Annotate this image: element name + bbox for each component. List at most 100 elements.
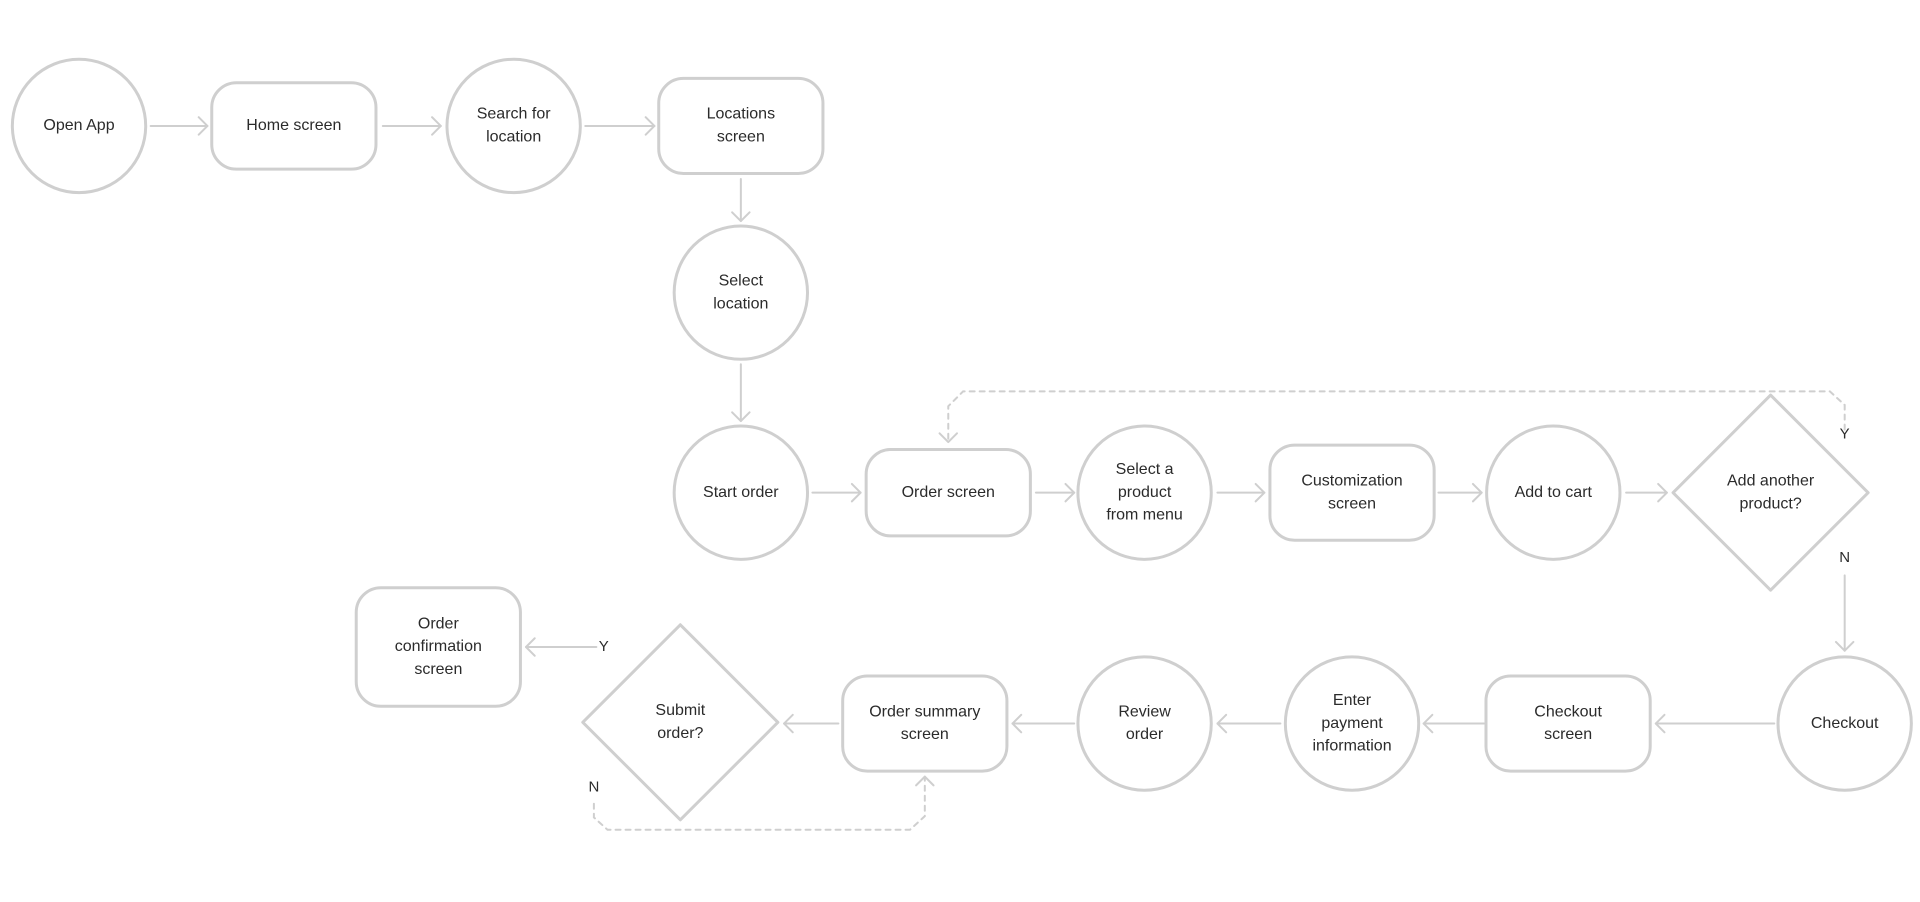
connector-locations-screen-to-select-location [731,178,751,223]
node-label-line: Search for [477,106,551,123]
connector-search-location-to-locations-screen [584,116,656,136]
node-label-line: order? [657,725,703,742]
node-shape [672,424,810,561]
node-shape [1671,393,1870,592]
node-label: Order summary screen [869,703,980,743]
node-label-line: Select [719,272,764,289]
connector-line [592,775,926,831]
arrowhead [1422,713,1434,734]
connector-submit-order-to-order-summary [592,775,935,831]
branch-label: Y [599,638,609,655]
node-label-line: screen [414,661,462,678]
arrowhead [1834,640,1855,652]
branch-label: Y [1840,426,1850,443]
node-label-line: order [1126,726,1164,743]
connector-checkout-to-checkout-screen [1654,713,1776,734]
node-label-line: Checkout [1534,703,1602,720]
node-label-line: screen [1328,495,1376,512]
connector-select-product-to-customization-screen [1216,482,1266,503]
node-open-app: Open App [10,57,148,195]
connector-add-another-to-checkout [1834,574,1855,652]
arrowhead [1216,713,1228,734]
connector-add-another-to-order-screen [938,390,1846,444]
node-shape [1076,655,1213,792]
node-label: Customization screen [1301,472,1402,512]
node-shape [445,57,582,195]
node-shape [10,57,148,195]
node-label-line: Select a [1116,461,1174,478]
node-label-line: screen [901,726,949,743]
node-order-screen: Order screen [864,447,1032,538]
arrowhead [938,432,959,444]
node-label-line: Order summary [869,703,980,720]
node-label-line: screen [1544,726,1592,743]
arrowhead [731,411,751,423]
node-label: Add another product? [1727,472,1815,512]
arrowhead [1657,482,1668,503]
node-checkout-screen: Checkout screen [1484,674,1652,773]
node-shape [1076,424,1213,561]
node-label-line: product? [1739,495,1801,512]
node-home-screen: Home screen [210,81,378,171]
arrowhead [1064,482,1076,503]
node-label-line: confirmation [395,638,482,655]
node-select-location: Select location [672,224,810,361]
node-label: Checkout [1811,715,1879,732]
node-label-line: location [713,295,768,312]
connector-select-location-to-start-order [731,363,751,423]
node-label: Checkout screen [1534,703,1602,743]
node-label-line: location [486,129,541,146]
node-shape [581,623,780,822]
arrowhead [1254,482,1266,503]
node-shape [841,674,1009,773]
connector-enter-payment-to-review-order [1216,713,1282,734]
node-shape [672,224,810,361]
node-label-line: Enter [1333,692,1372,709]
node-add-another: Add another product? [1671,393,1870,592]
node-label-line: Home screen [246,117,341,134]
node-search-location: Search for location [445,57,582,195]
node-label-line: Checkout [1811,715,1879,732]
node-label-line: Customization [1301,472,1402,489]
node-shape [1268,443,1436,542]
node-label-line: Start order [703,484,779,501]
arrowhead [524,637,536,657]
node-label-line: Add another [1727,472,1815,489]
node-shape [1283,655,1421,792]
node-checkout: Checkout [1776,655,1913,792]
node-start-order: Start order [672,424,810,561]
arrowhead [1011,713,1023,734]
node-shape [1485,424,1622,561]
flow-nodes: Open App Home screen Search for location Loc… [10,57,1913,822]
node-shape [1776,655,1913,792]
connector-start-order-to-order-screen [811,482,862,503]
connector-add-to-cart-to-add-another [1625,482,1668,503]
connector-open-app-to-home-screen [149,116,209,136]
connectors [149,116,1855,831]
node-label-line: information [1312,738,1391,755]
node-label-line: Order screen [902,484,995,501]
connector-customization-screen-to-add-to-cart [1437,482,1483,503]
node-label: Open App [43,117,114,134]
node-shape [1484,674,1652,773]
node-label: Home screen [246,117,341,134]
node-add-to-cart: Add to cart [1485,424,1622,561]
node-shape [657,76,825,175]
connector-line [947,390,1846,444]
connector-home-screen-to-search-location [381,116,442,136]
node-order-summary: Order summary screen [841,674,1009,773]
arrowhead [431,116,442,136]
node-label: Select location [713,272,768,312]
arrowhead [850,482,862,503]
